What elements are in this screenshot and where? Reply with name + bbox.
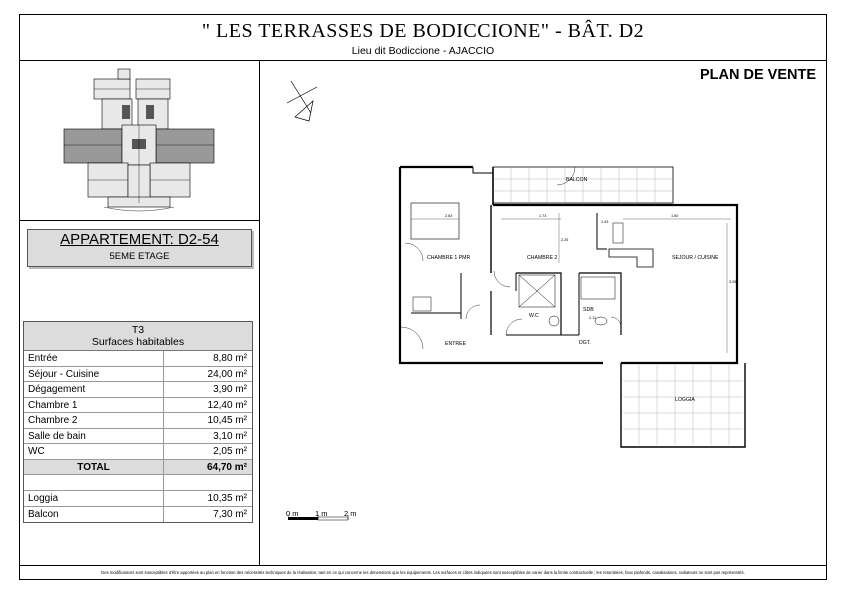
loggia (620, 363, 746, 448)
key-plan (20, 61, 260, 221)
total-area: 64,70 m² (206, 461, 247, 473)
total-label: TOTAL (24, 459, 164, 474)
table-row: WC 2,05 m² (24, 444, 252, 460)
room-label-sdb: SDB (583, 307, 594, 313)
apartment-type: T3 (131, 324, 145, 336)
table-row: Chambre 1 12,40 m² (24, 397, 252, 413)
scale-label: 2 m (344, 509, 357, 518)
room-label-loggia: LOGGIA (675, 397, 695, 403)
room-area: 8,80 m² (213, 353, 247, 364)
exterior-label: Balcon (24, 506, 164, 522)
room-label-sejour: SEJOUR / CUISINE (672, 255, 719, 261)
apartment-name: APPARTEMENT: D2-54 (60, 231, 219, 248)
dimension-lines (411, 213, 731, 353)
exterior-area: 7,30 m² (213, 508, 247, 520)
room-area: 3,10 m² (213, 430, 247, 442)
bed-icon (410, 202, 460, 240)
dimension-label: 2.11 (589, 316, 596, 320)
dimension-label: 3.28 (729, 280, 736, 284)
project-title: " LES TERRASSES DE BODICCIONE" - BÂT. D2 (201, 20, 645, 42)
room-label: Entrée (24, 351, 164, 366)
apartment-box: APPARTEMENT: D2-54 5EME ETAGE (27, 229, 252, 267)
door-swings (400, 166, 622, 350)
room-label-dgt: DGT. (579, 340, 591, 346)
room-area: 24,00 m² (207, 368, 247, 380)
room-area: 12,40 m² (207, 399, 247, 411)
dimension-label: 2.26 (561, 238, 568, 242)
surfaces-table-header: T3 Surfaces habitables (24, 322, 252, 351)
room-label-wc: W.C (529, 313, 539, 319)
room-label: Dégagement (24, 382, 164, 397)
sheet-frame: " LES TERRASSES DE BODICCIONE" - BÂT. D2… (19, 14, 827, 580)
room-label-entree: ENTREE (445, 341, 467, 347)
floor-plan: BALCON CHAMBRE 1 PMR CHAMBRE 2 SEJOUR / … (286, 80, 746, 448)
header: " LES TERRASSES DE BODICCIONE" - BÂT. D2… (20, 15, 826, 61)
room-label-chambre1: CHAMBRE 1 PMR (427, 255, 470, 261)
surfaces-table: T3 Surfaces habitables Entrée 8,80 m² Séj… (23, 321, 253, 523)
key-plan-drawing (63, 68, 215, 212)
room-label: Salle de bain (24, 428, 164, 443)
room-area: 3,90 m² (213, 384, 247, 395)
dimension-label: 1.60 (671, 214, 678, 218)
exterior-area: 10,35 m² (207, 493, 247, 504)
spacer-row (24, 475, 252, 491)
balcony (492, 166, 674, 204)
room-area: 2,05 m² (213, 446, 247, 457)
room-label-balcon: BALCON (566, 177, 588, 183)
dimension-label: 1.73 (539, 214, 546, 218)
table-row: Balcon 7,30 m² (24, 506, 252, 522)
table-row: Dégagement 3,90 m² (24, 382, 252, 398)
dimension-label: 1.43 (601, 220, 608, 224)
room-label-chambre2: CHAMBRE 2 (527, 255, 557, 261)
table-row: Salle de bain 3,10 m² (24, 428, 252, 444)
scale-bar (288, 515, 349, 521)
north-arrow-icon (286, 80, 318, 122)
room-area: 10,45 m² (207, 415, 247, 426)
plan-title: PLAN DE VENTE (699, 67, 816, 83)
surfaces-heading: Surfaces habitables (91, 336, 185, 348)
room-label: WC (24, 444, 164, 459)
sanitary-fixtures (412, 222, 624, 327)
room-label: Séjour - Cuisine (24, 366, 164, 381)
scale-label: 0 m (286, 509, 299, 518)
table-row: Entrée 8,80 m² (24, 351, 252, 367)
room-label: Chambre 1 (24, 397, 164, 412)
left-column: APPARTEMENT: D2-54 5EME ETAGE T3 Surface… (20, 61, 260, 565)
walls (398, 165, 739, 365)
total-row: TOTAL 64,70 m² (24, 459, 252, 475)
scale-label: 1 m (315, 509, 328, 518)
table-row: Chambre 2 10,45 m² (24, 413, 252, 429)
table-row: Séjour - Cuisine 24,00 m² (24, 366, 252, 382)
apartment-floor: 5EME ETAGE (109, 251, 170, 262)
project-location: Lieu dit Bodiccione - AJACCIO (351, 45, 495, 57)
exterior-label: Loggia (24, 491, 164, 506)
disclaimer: Des modifications sont susceptibles d'êt… (20, 565, 826, 580)
room-label: Chambre 2 (24, 413, 164, 428)
table-row: Loggia 10,35 m² (24, 491, 252, 507)
dimension-label: 2.63 (445, 214, 452, 218)
